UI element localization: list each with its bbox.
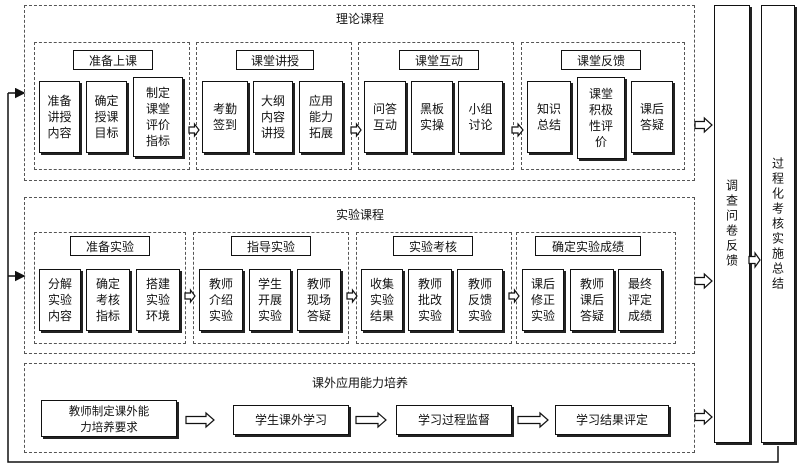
theory-section xyxy=(24,5,695,181)
summary-label: 过程化考核实施总结 xyxy=(770,156,785,292)
experiment-group-4-header: 确定实验成绩 xyxy=(535,236,641,256)
theory-item: 课堂 积极 性评 价 xyxy=(577,77,625,159)
experiment-item: 分解 实验 内容 xyxy=(39,269,81,331)
theory-item: 准备 讲授 内容 xyxy=(39,81,80,153)
questionnaire-feedback-box: 调查问卷反馈 xyxy=(714,5,750,443)
flow-arrow xyxy=(508,288,520,304)
outside-step: 学习结果评定 xyxy=(555,405,669,435)
experiment-item: 搭建 实验 环境 xyxy=(136,269,180,331)
flow-arrow xyxy=(694,272,713,290)
flow-arrow xyxy=(748,251,761,269)
outside-step: 学生课外学习 xyxy=(233,405,349,435)
experiment-item: 最终 评定 成绩 xyxy=(618,269,662,331)
theory-item: 制定 课堂 评价 指标 xyxy=(133,77,183,157)
theory-group-1-header: 准备上课 xyxy=(73,50,153,70)
flow-arrow xyxy=(355,411,387,429)
experiment-title: 实验课程 xyxy=(335,208,384,222)
flow-arrow xyxy=(511,122,524,138)
flow-arrow xyxy=(517,411,549,429)
experiment-group-2 xyxy=(193,232,349,344)
theory-group-3-header: 课堂互动 xyxy=(399,50,479,70)
theory-item: 知识 总结 xyxy=(527,81,571,153)
flow-arrow xyxy=(694,116,713,134)
theory-item: 课后 答疑 xyxy=(631,81,673,153)
experiment-section xyxy=(24,197,695,354)
theory-group-4 xyxy=(521,42,685,170)
experiment-item: 课后 修正 实验 xyxy=(522,269,564,331)
theory-item: 考勤 签到 xyxy=(202,81,248,153)
experiment-item: 收集 实验 结果 xyxy=(361,269,403,331)
flow-arrow xyxy=(184,288,196,304)
experiment-group-4 xyxy=(516,232,676,344)
theory-item: 应用 能力 拓展 xyxy=(299,81,343,153)
experiment-item: 教师 现场 答疑 xyxy=(297,269,341,331)
experiment-item: 教师 反馈 实验 xyxy=(457,269,503,331)
experiment-group-3-header: 实验考核 xyxy=(393,236,473,256)
loop-line xyxy=(7,93,779,463)
experiment-group-1-header: 准备实验 xyxy=(70,236,150,256)
experiment-item: 教师 课后 答疑 xyxy=(570,269,614,331)
experiment-group-2-header: 指导实验 xyxy=(231,236,311,256)
experiment-item: 教师 介绍 实验 xyxy=(199,269,243,331)
flow-arrow xyxy=(188,122,200,138)
flow-arrow xyxy=(694,408,713,426)
experiment-item: 教师 批改 实验 xyxy=(408,269,452,331)
outside-step: 教师制定课外能 力培养要求 xyxy=(41,400,177,437)
theory-item: 黑板 实操 xyxy=(411,81,453,153)
outside-title: 课外应用能力培养 xyxy=(311,376,408,390)
theory-item: 大纲 内容 讲授 xyxy=(253,81,293,153)
outside-section xyxy=(24,363,695,453)
experiment-item: 学生 开展 实验 xyxy=(249,269,291,331)
theory-item: 问答 互动 xyxy=(364,81,406,153)
theory-group-2 xyxy=(196,42,352,170)
theory-title: 理论课程 xyxy=(335,12,384,26)
experiment-item: 确定 考核 指标 xyxy=(86,269,130,331)
theory-group-2-header: 课堂讲授 xyxy=(236,50,314,70)
experiment-group-3 xyxy=(356,232,512,344)
theory-group-1 xyxy=(34,42,190,170)
theory-item: 小组 讨论 xyxy=(458,81,503,153)
flow-arrow xyxy=(346,288,358,304)
summary-box: 过程化考核实施总结 xyxy=(761,5,795,443)
flow-arrow xyxy=(350,122,362,138)
theory-item: 确定 授课 目标 xyxy=(86,81,127,153)
experiment-group-1 xyxy=(34,232,186,344)
questionnaire-feedback-label: 调查问卷反馈 xyxy=(724,179,739,269)
theory-group-4-header: 课堂反馈 xyxy=(561,50,641,70)
outside-step: 学习过程监督 xyxy=(396,405,512,435)
theory-group-3 xyxy=(358,42,514,170)
flow-arrow xyxy=(185,411,215,429)
